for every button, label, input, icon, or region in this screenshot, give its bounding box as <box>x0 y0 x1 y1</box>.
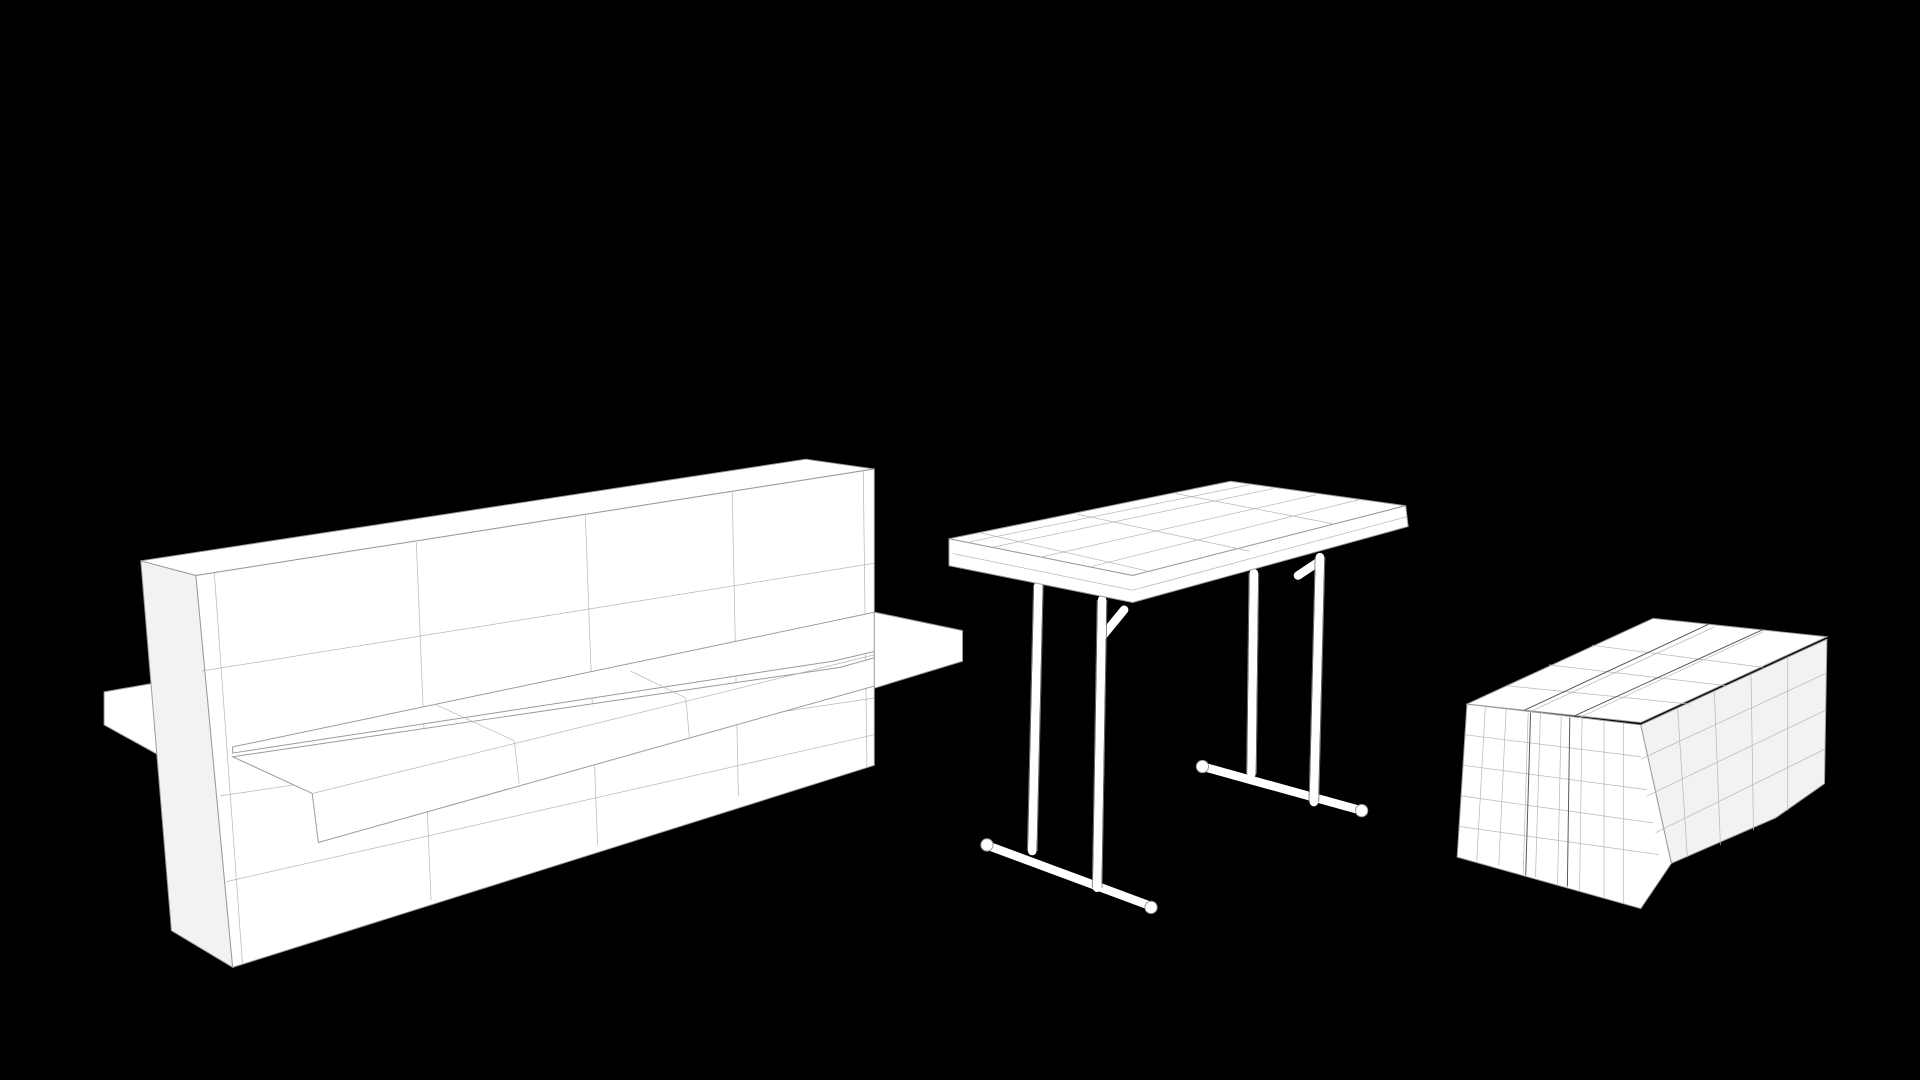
crate-front <box>1456 703 1672 910</box>
table-foot <box>1144 900 1158 914</box>
wrapped-crate <box>1456 617 1829 910</box>
table-top-grid <box>952 484 1408 591</box>
table-foot <box>1195 759 1210 774</box>
table-top-edge <box>948 505 1409 603</box>
table-foot <box>1355 804 1369 818</box>
folding-table <box>948 480 1409 914</box>
table-legs <box>980 552 1369 914</box>
crate-grid <box>1459 626 1826 904</box>
crate-side <box>1640 638 1828 864</box>
table-foot <box>980 838 994 852</box>
sofa-right-arm <box>873 611 963 689</box>
sofa-bench <box>103 458 963 969</box>
